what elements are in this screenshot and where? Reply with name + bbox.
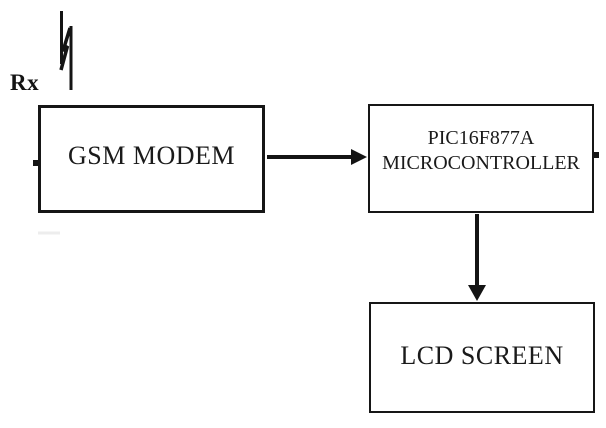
block-microcontroller-label-line1: PIC16F877A <box>427 126 535 149</box>
block-gsm-modem: GSM MODEM <box>38 105 265 213</box>
arrow-down-head <box>468 285 486 301</box>
mcu-right-edge-nub <box>594 152 599 158</box>
gsm-left-edge-nub <box>33 160 39 166</box>
block-lcd-screen: LCD SCREEN <box>369 302 595 413</box>
antenna-zigzag-line <box>59 27 72 71</box>
antenna-signal-icon <box>59 11 73 90</box>
block-microcontroller-label: PIC16F877A MICROCONTROLLER <box>382 126 580 176</box>
block-gsm-modem-label: GSM MODEM <box>67 141 236 170</box>
arrow-right-icon <box>267 149 367 165</box>
block-lcd-screen-label: LCD SCREEN <box>400 340 564 370</box>
arrow-right-head <box>351 149 367 165</box>
arrow-down-icon <box>468 214 486 301</box>
block-microcontroller: PIC16F877A MICROCONTROLLER <box>368 104 594 213</box>
rx-label: Rx <box>10 70 40 95</box>
block-microcontroller-label-line2: MICROCONTROLLER <box>382 151 580 174</box>
